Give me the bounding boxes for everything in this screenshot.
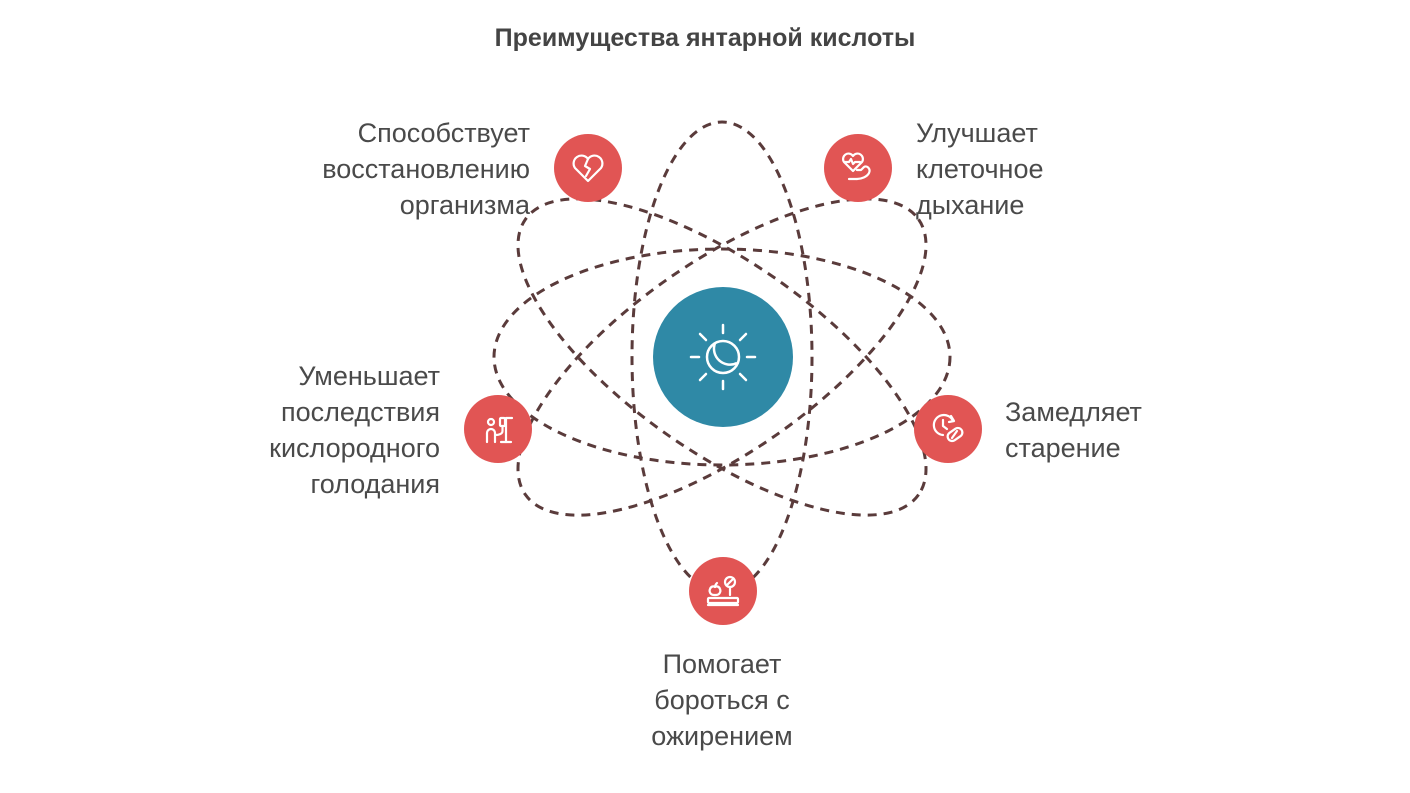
benefit-node-hypoxia (464, 395, 532, 463)
benefit-node-aging (914, 395, 982, 463)
benefit-node-respiration (824, 134, 892, 202)
benefit-label-recovery: Способствует восстановлению организма (322, 118, 530, 220)
benefit-label-respiration: Улучшает клеточное дыхание (916, 118, 1044, 220)
benefit-label-hypoxia: Уменьшает последствия кислородного голод… (269, 361, 440, 499)
heart-muscle-icon (842, 152, 871, 181)
scale-apple-icon (706, 575, 740, 607)
benefit-label-obesity: Помогает бороться с ожирением (651, 649, 793, 751)
orbit-ellipse (630, 120, 814, 594)
sun-moon-icon (689, 323, 757, 391)
benefit-node-obesity (689, 557, 757, 625)
orbit-ellipse (516, 197, 928, 517)
diagram-title: Преимущества янтарной кислоты (494, 24, 916, 52)
benefit-node-recovery (554, 134, 622, 202)
center-node (653, 287, 793, 427)
iv-drip-person-icon (485, 416, 514, 444)
orbit-ellipse (516, 197, 928, 517)
clock-pill-icon (932, 413, 964, 443)
orbit-ellipse (492, 247, 952, 467)
benefit-label-aging: Замедляет старение (1005, 397, 1142, 463)
broken-heart-icon (572, 154, 604, 183)
